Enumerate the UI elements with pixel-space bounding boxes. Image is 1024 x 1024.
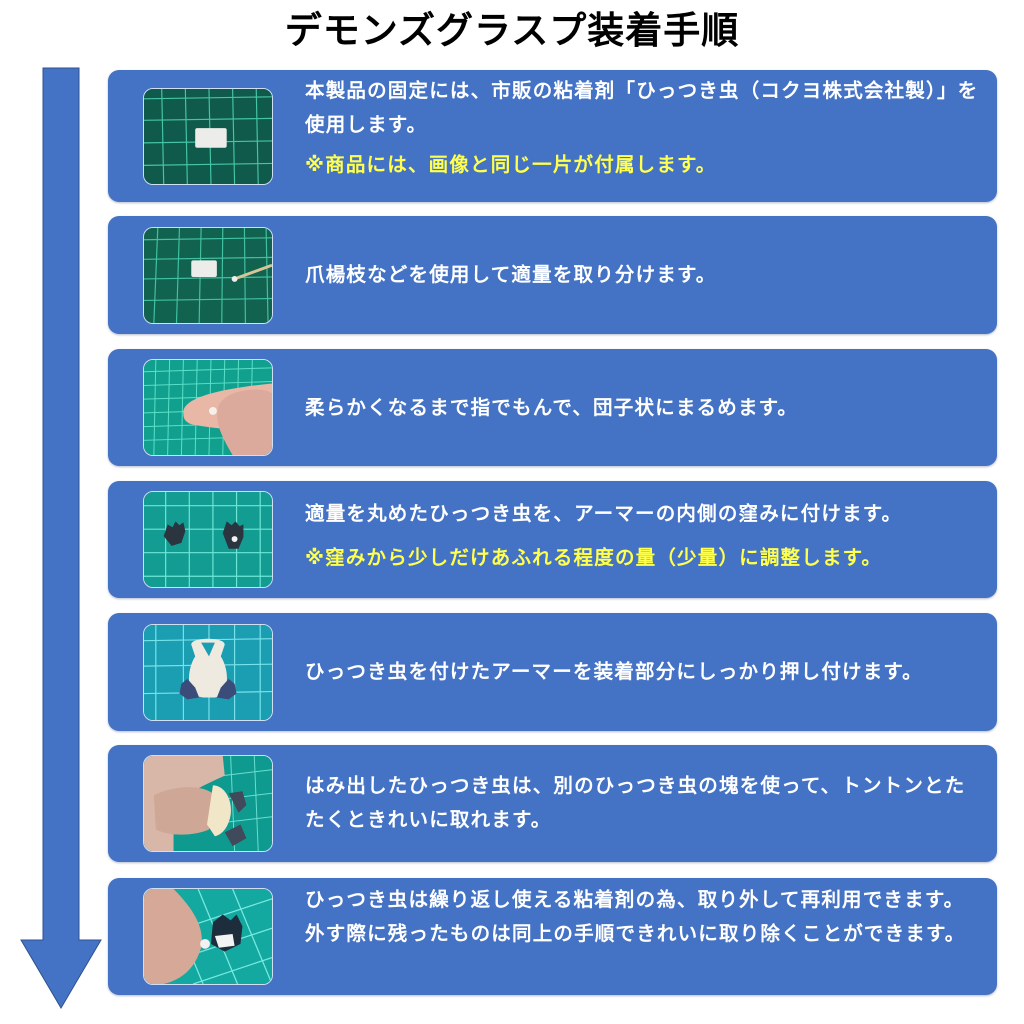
step-card-2: 爪楊枝などを使用して適量を取り分けます。 [108,216,997,334]
step-card-7: ひっつき虫は繰り返し使える粘着剤の為、取り外して再利用できます。外す際に残ったも… [108,878,997,995]
step-card-6: はみ出したひっつき虫は、別のひっつき虫の塊を使って、トントンとたたくときれいに取… [108,745,997,862]
step-5-photo [143,624,273,721]
page-title: デモンズグラスプ装着手順 [284,9,740,52]
step-1-description: 本製品の固定には、市販の粘着剤「ひっつき虫（コクヨ株式会社製）」を使用します。 [305,79,979,136]
step-card-3: 柔らかくなるまで指でもんで、団子状にまるめます。 [108,349,997,466]
step-card-5: ひっつき虫を付けたアーマーを装着部分にしっかり押し付けます。 [108,613,997,731]
step-3-photo [143,359,273,456]
step-7-photo [143,888,273,985]
step-2-text-block: 爪楊枝などを使用して適量を取り分けます。 [305,216,983,334]
step-4-photo [143,491,273,588]
step-1-photo [143,88,273,185]
step-card-1: 本製品の固定には、市販の粘着剤「ひっつき虫（コクヨ株式会社製）」を使用します。 … [108,70,997,202]
step-6-description: はみ出したひっつき虫は、別のひっつき虫の塊を使って、トントンとたたくときれいに取… [305,774,966,831]
step-5-description: ひっつき虫を付けたアーマーを装着部分にしっかり押し付けます。 [305,660,923,683]
step-3-description: 柔らかくなるまで指でもんで、団子状にまるめます。 [305,395,799,419]
step-4-note: ※窪みから少しだけあふれる程度の量（少量）に調整します。 [305,546,883,569]
step-2-description: 爪楊枝などを使用して適量を取り分けます。 [305,263,717,286]
step-6-text-block: はみ出したひっつき虫は、別のひっつき虫の塊を使って、トントンとたたくときれいに取… [305,769,983,837]
step-1-note: ※商品には、画像と同じ一片が付属します。 [305,153,717,176]
step-6-photo [143,755,273,852]
step-card-4: 適量を丸めたひっつき虫を、アーマーの内側の窪みに付けます。 ※窪みから少しだけあ… [108,481,997,598]
step-7-description: ひっつき虫は繰り返し使える粘着剤の為、取り外して再利用できます。外す際に残ったも… [305,888,966,945]
arrow-down-icon [20,67,102,1009]
step-2-photo [143,227,273,324]
step-3-text-block: 柔らかくなるまで指でもんで、団子状にまるめます。 [305,349,983,466]
step-7-text-block: ひっつき虫は繰り返し使える粘着剤の為、取り外して再利用できます。外す際に残ったも… [305,883,983,951]
step-4-text-block: 適量を丸めたひっつき虫を、アーマーの内側の窪みに付けます。 ※窪みから少しだけあ… [305,497,983,575]
step-5-text-block: ひっつき虫を付けたアーマーを装着部分にしっかり押し付けます。 [305,613,983,731]
step-1-text-block: 本製品の固定には、市販の粘着剤「ひっつき虫（コクヨ株式会社製）」を使用します。 … [305,74,983,182]
step-4-description: 適量を丸めたひっつき虫を、アーマーの内側の窪みに付けます。 [305,502,903,525]
